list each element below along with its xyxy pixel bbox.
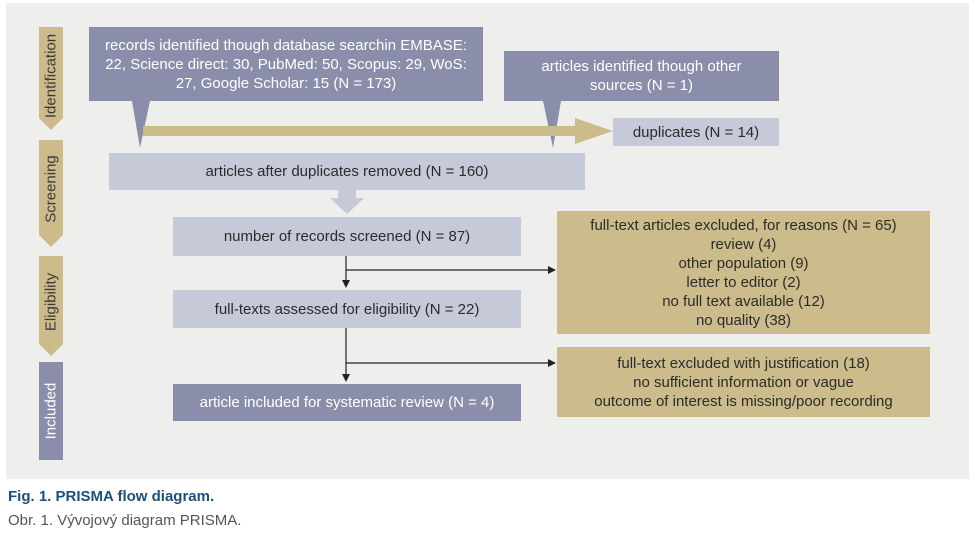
figure-caption: Fig. 1. PRISMA flow diagram.	[8, 488, 215, 505]
excluded-reason: other population (9)	[678, 254, 809, 272]
stage-label-screening: Screening	[42, 155, 60, 223]
stage-identification: Identification	[39, 27, 63, 125]
stage-screening: Screening	[39, 140, 63, 238]
stage-eligibility: Eligibility	[39, 256, 63, 348]
other-sources-box-tail	[543, 101, 561, 148]
arrowhead-to-excluded	[548, 266, 556, 274]
screening-down-arrow	[330, 190, 364, 214]
after-duplicates-box: articles after duplicates removed (N = 1…	[109, 153, 585, 190]
records-identified-box: records identified though database searc…	[89, 27, 483, 101]
excluded-fulltext-title: full-text articles excluded, for reasons…	[590, 216, 897, 234]
records-screened-box: number of records screened (N = 87)	[173, 217, 521, 256]
stage-arrow-eligibility	[39, 256, 63, 356]
justification-reason: outcome of interest is missing/poor reco…	[594, 392, 893, 410]
stage-arrow-identification	[39, 27, 63, 130]
excluded-reason: letter to editor (2)	[686, 273, 801, 291]
figure-caption-czech: Obr. 1. Vývojový diagram PRISMA.	[8, 512, 242, 529]
fulltext-assessed-box: full-texts assessed for eligibility (N =…	[173, 290, 521, 328]
excluded-reason: no full text available (12)	[662, 292, 825, 310]
duplicates-box: duplicates (N = 14)	[613, 118, 779, 146]
stage-arrow-screening	[39, 140, 63, 247]
included-box: article included for systematic review (…	[173, 384, 521, 421]
arrowhead-to-justification	[548, 359, 556, 367]
arrowhead-to-included	[342, 374, 350, 382]
excluded-reason: review (4)	[710, 235, 777, 253]
justification-title: full-text excluded with justification (1…	[617, 354, 870, 372]
excluded-justification-box: full-text excluded with justification (1…	[557, 347, 930, 417]
other-sources-box: articles identified though other sources…	[504, 51, 779, 101]
records-box-tail	[132, 101, 150, 148]
stage-block-included	[39, 362, 63, 460]
excluded-fulltext-box: full-text articles excluded, for reasons…	[557, 211, 930, 334]
duplicates-arrow	[143, 118, 613, 144]
stage-included: Included	[39, 362, 63, 460]
justification-reason: no sufficient information or vague	[633, 373, 854, 391]
stage-label-included: Included	[42, 382, 60, 440]
excluded-reason: no quality (38)	[695, 311, 792, 329]
arrowhead-to-fulltext	[342, 280, 350, 288]
stage-label-identification: Identification	[42, 33, 60, 119]
stage-label-eligibility: Eligibility	[42, 272, 60, 332]
